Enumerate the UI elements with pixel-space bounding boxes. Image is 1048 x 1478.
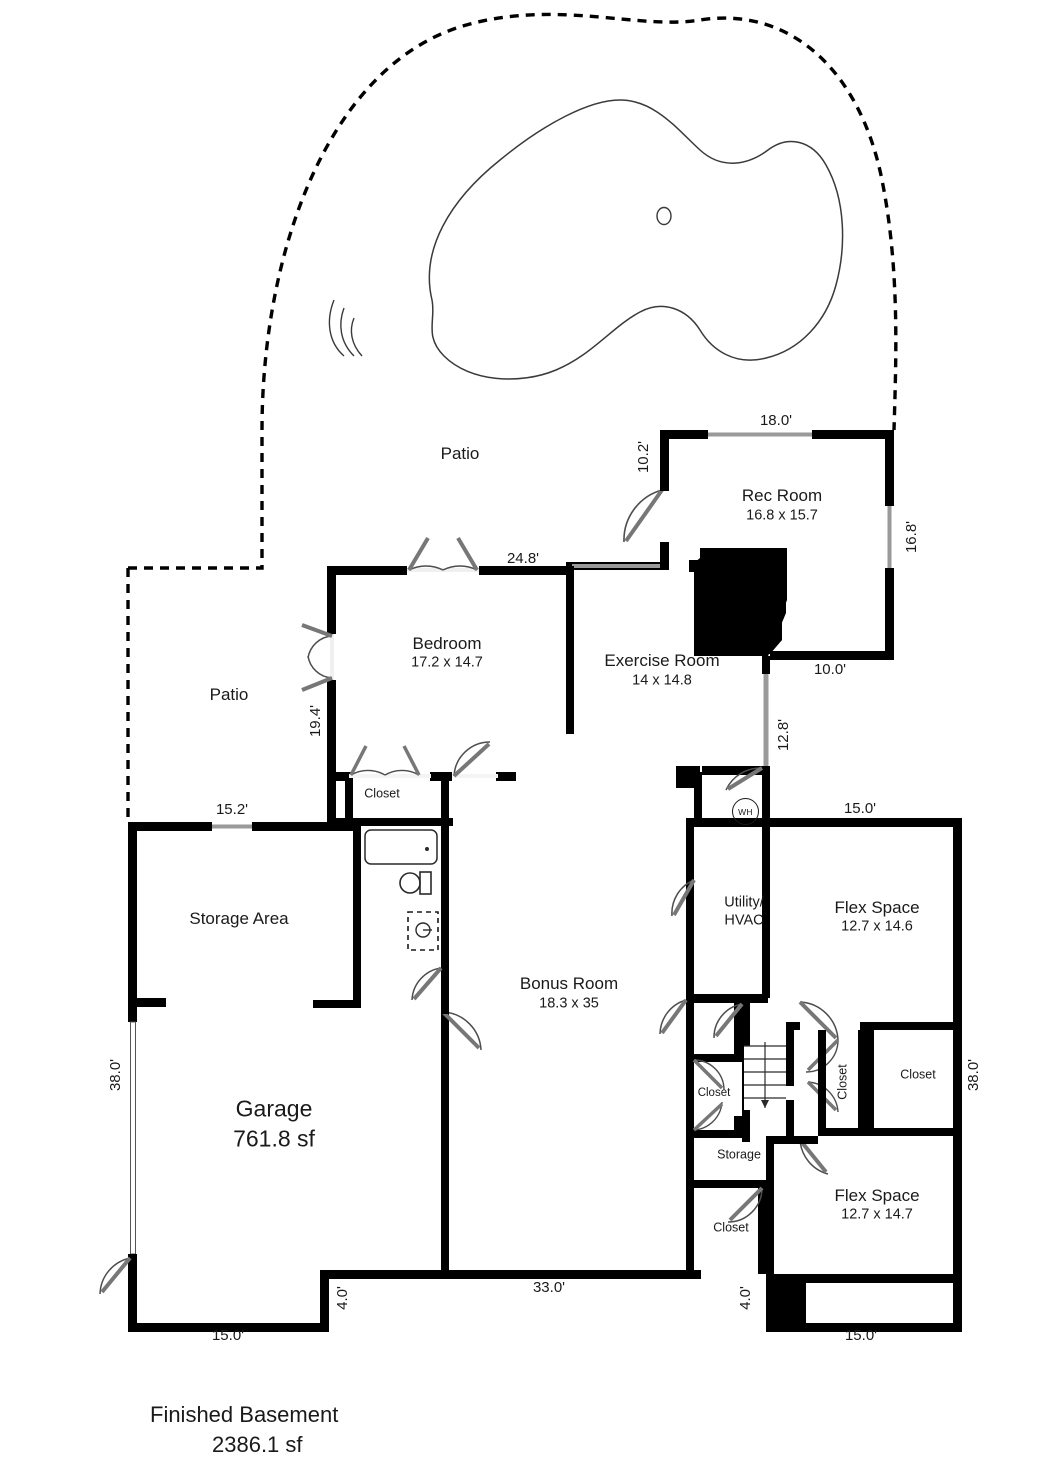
door-wh-room: [725, 766, 764, 791]
pool-outline: [428, 99, 844, 380]
dimension-bedroom-top: 24.8': [506, 550, 540, 568]
room-label-closet-center: Closet: [835, 1064, 850, 1100]
french-door-bedroom-left: [301, 623, 334, 692]
door-flex-lower: [798, 1138, 829, 1175]
dimension-rec-top: 18.0': [759, 412, 793, 430]
dimension-rec-right: 16.8': [903, 520, 921, 554]
room-dim-exercise-room: 14 x 14.8: [632, 672, 692, 689]
room-dim-rec-room: 16.8 x 15.7: [746, 507, 818, 524]
bonus-room-walls: [441, 822, 701, 1279]
fireplace-mass: [689, 548, 787, 656]
patio-label-left: Patio: [209, 684, 249, 704]
door-bottom-closet: [727, 1186, 764, 1223]
dimension-garage-bottom: 15.0': [211, 1327, 245, 1345]
room-dim-bonus-room: 18.3 x 35: [539, 995, 599, 1012]
bottom-step: [766, 1274, 806, 1332]
patio-boundary-dashed: [126, 12, 898, 822]
room-label-closet-bedroom: Closet: [364, 786, 400, 801]
dimension-rec-left: 10.2': [635, 440, 653, 474]
room-label-closet-stair: Closet: [697, 1087, 731, 1100]
room-label-closet-right: Closet: [900, 1067, 936, 1082]
dimension-step-left: 4.0': [334, 1286, 352, 1310]
dimension-exercise-right: 12.8': [775, 718, 793, 752]
door-bathroom: [411, 966, 443, 1001]
room-label-exercise-room: Exercise Room: [604, 650, 720, 670]
door-rec-room: [623, 486, 669, 543]
door-garage-exterior: [99, 1256, 132, 1295]
room-label-bonus-room: Bonus Room: [519, 973, 619, 993]
room-label-utility-line1: Utility/: [724, 894, 764, 911]
door-garage-entry: [441, 1006, 482, 1051]
room-label-garage: Garage: [235, 1095, 313, 1122]
door-hall-b: [713, 1002, 744, 1039]
room-dim-flex-space-lower: 12.7 x 14.7: [841, 1206, 913, 1223]
room-label-bedroom: Bedroom: [412, 633, 482, 653]
dimension-left-side: 38.0': [107, 1058, 125, 1092]
room-label-flex-space-upper: Flex Space: [834, 897, 920, 917]
bathtub-fixture: [364, 829, 438, 865]
door-bedroom-bonus: [452, 741, 498, 778]
window-rec-exercise: [572, 564, 660, 568]
door-flex-upper: [798, 1000, 839, 1041]
pool-drain: [656, 206, 672, 226]
dimension-bedroom-left: 19.4': [307, 704, 325, 738]
room-dim-bedroom: 17.2 x 14.7: [411, 654, 483, 671]
patio-label-top: Patio: [440, 443, 480, 463]
bedroom-walls: [327, 566, 574, 826]
room-label-utility-line2: HVAC: [724, 912, 764, 929]
plan-area: 2386.1 sf: [212, 1432, 303, 1457]
utility-hvac-walls: [676, 766, 770, 1003]
garage-walls: [128, 822, 450, 1332]
bathroom-walls: [313, 824, 449, 1074]
toilet-fixture: [399, 871, 432, 895]
closet-door-bedroom: [349, 745, 431, 778]
door-hall-a: [659, 998, 688, 1035]
room-label-flex-space-lower: Flex Space: [834, 1185, 920, 1205]
dimension-step-right: 4.0': [737, 1286, 755, 1310]
room-dim-flex-space-upper: 12.7 x 14.6: [841, 918, 913, 935]
room-area-garage: 761.8 sf: [233, 1125, 315, 1152]
room-label-closet-bottom: Closet: [713, 1220, 749, 1235]
sink-fixture: [407, 911, 439, 951]
dimension-flex-top: 15.0': [843, 800, 877, 818]
dimension-right-side: 38.0': [965, 1058, 983, 1092]
plan-title: Finished Basement: [150, 1402, 339, 1427]
dimension-rec-bottom: 10.0': [813, 661, 847, 679]
door-stair-closet-top: [692, 1058, 725, 1091]
dimension-storage-top: 15.2': [215, 801, 249, 819]
french-door-bedroom-top: [407, 536, 479, 572]
door-stair-closet-bottom: [692, 1101, 724, 1132]
room-label-storage-mid: Storage: [717, 1147, 761, 1162]
door-utility: [671, 879, 696, 917]
pool-steps: [328, 299, 363, 357]
dimension-flex-bottom: 15.0': [844, 1327, 878, 1345]
staircase: [744, 1042, 786, 1110]
water-heater-icon: WH: [732, 798, 759, 825]
room-label-rec-room: Rec Room: [741, 485, 823, 505]
dimension-bonus-bottom: 33.0': [532, 1279, 566, 1297]
room-label-storage-area: Storage Area: [189, 908, 289, 928]
